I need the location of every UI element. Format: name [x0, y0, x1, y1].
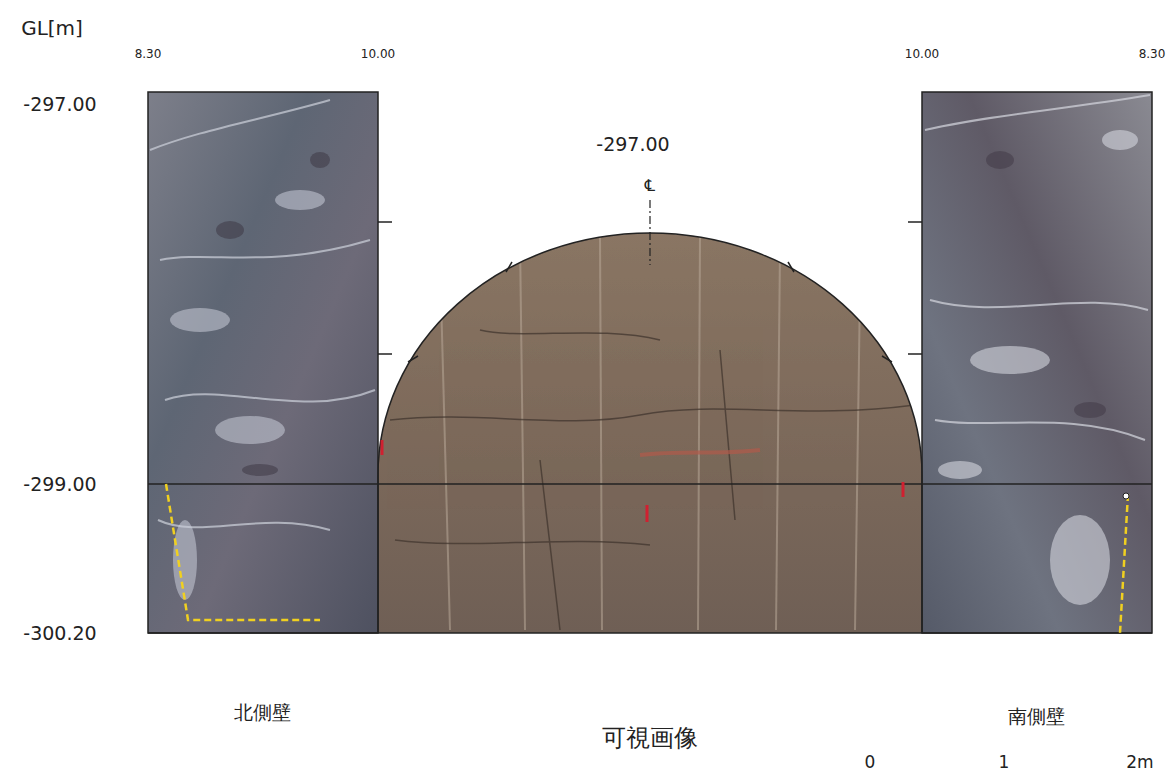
station-label: 8.30	[1139, 48, 1166, 61]
station-label: 8.30	[135, 48, 162, 61]
station-label: 10.00	[361, 48, 395, 61]
elevation-label: -300.20	[23, 623, 96, 644]
station-label: 10.00	[905, 48, 939, 61]
wall-name: 南側壁	[1008, 706, 1065, 727]
wall-name: 北側壁	[234, 702, 291, 723]
centerline-symbol: ℄	[645, 177, 655, 195]
caption: 可視画像	[602, 725, 698, 751]
scale-number: 0	[865, 753, 876, 772]
scale-number: 2m	[1126, 753, 1153, 772]
elevation-label: -299.00	[23, 474, 96, 495]
scale-number: 1	[999, 753, 1010, 772]
elevation-label: -297.00	[596, 134, 669, 155]
elevation-label: -297.00	[23, 94, 96, 115]
axis-unit: GL[m]	[21, 17, 83, 39]
